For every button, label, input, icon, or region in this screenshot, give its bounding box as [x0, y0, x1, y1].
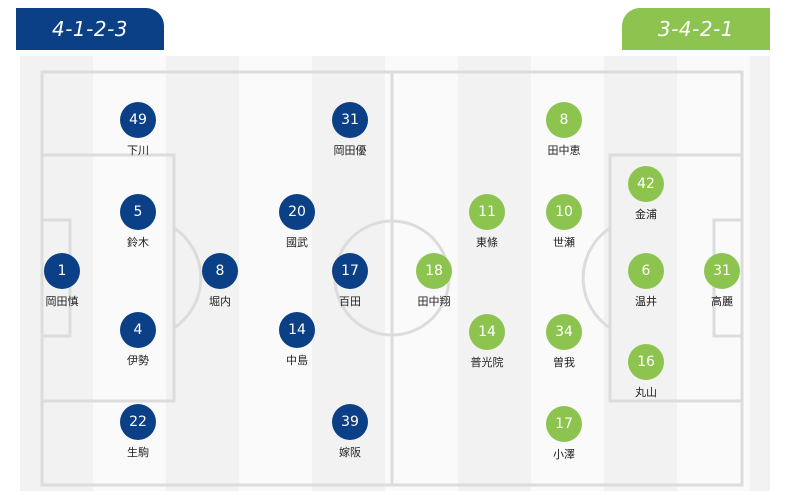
- player-name: 伊勢: [127, 354, 149, 367]
- player-name: 金浦: [635, 208, 657, 221]
- player-number-badge: 8: [546, 102, 582, 138]
- home-player[interactable]: 22 生駒: [98, 404, 178, 460]
- player-name: 岡田慎: [45, 295, 79, 308]
- player-name: 田中翔: [417, 295, 451, 308]
- player-number-badge: 20: [279, 194, 315, 230]
- away-player[interactable]: 10 世瀬: [524, 194, 604, 250]
- away-player[interactable]: 14 普光院: [447, 314, 527, 370]
- player-number-badge: 5: [120, 194, 156, 230]
- away-player[interactable]: 8 田中恵: [524, 102, 604, 158]
- player-name: 岡田優: [333, 144, 367, 157]
- home-formation-label: 4-1-2-3: [51, 17, 129, 41]
- player-name: 普光院: [470, 356, 504, 369]
- home-player[interactable]: 49 下川: [98, 102, 178, 158]
- player-number-badge: 39: [332, 404, 368, 440]
- player-number-badge: 1: [44, 253, 80, 289]
- player-number-badge: 16: [628, 344, 664, 380]
- player-name: 下川: [127, 144, 149, 157]
- away-player[interactable]: 42 金浦: [606, 166, 686, 222]
- player-name: 温井: [635, 295, 657, 308]
- away-formation-label: 3-4-2-1: [657, 17, 735, 41]
- player-name: 田中恵: [547, 144, 581, 157]
- home-player[interactable]: 14 中島: [257, 312, 337, 368]
- player-number-badge: 4: [120, 312, 156, 348]
- home-formation-badge: 4-1-2-3: [16, 8, 164, 50]
- player-name: 嫁阪: [339, 446, 361, 459]
- home-player[interactable]: 31 岡田優: [310, 102, 390, 158]
- home-player[interactable]: 5 鈴木: [98, 194, 178, 250]
- player-name: 堀内: [209, 295, 231, 308]
- player-name: 高麗: [711, 295, 733, 308]
- player-number-badge: 8: [202, 253, 238, 289]
- player-number-badge: 17: [546, 406, 582, 442]
- player-number-badge: 31: [332, 102, 368, 138]
- player-name: 國武: [286, 236, 308, 249]
- pitch-lines: [40, 70, 744, 487]
- player-name: 百田: [339, 295, 361, 308]
- player-name: 東條: [476, 236, 498, 249]
- away-player[interactable]: 34 曽我: [524, 314, 604, 370]
- away-player[interactable]: 6 温井: [606, 253, 686, 309]
- away-player[interactable]: 31 高麗: [682, 253, 762, 309]
- player-number-badge: 14: [279, 312, 315, 348]
- player-name: 世瀬: [553, 236, 575, 249]
- home-player[interactable]: 8 堀内: [180, 253, 260, 309]
- player-number-badge: 42: [628, 166, 664, 202]
- away-formation-badge: 3-4-2-1: [622, 8, 770, 50]
- player-number-badge: 22: [120, 404, 156, 440]
- home-player[interactable]: 4 伊勢: [98, 312, 178, 368]
- player-number-badge: 34: [546, 314, 582, 350]
- home-player[interactable]: 17 百田: [310, 253, 390, 309]
- home-player[interactable]: 20 國武: [257, 194, 337, 250]
- away-player[interactable]: 16 丸山: [606, 344, 686, 400]
- player-number-badge: 10: [546, 194, 582, 230]
- player-name: 小澤: [553, 448, 575, 461]
- player-name: 生駒: [127, 446, 149, 459]
- player-number-badge: 31: [704, 253, 740, 289]
- home-player[interactable]: 1 岡田慎: [22, 253, 102, 309]
- player-name: 曽我: [553, 356, 575, 369]
- player-name: 中島: [286, 354, 308, 367]
- player-number-badge: 17: [332, 253, 368, 289]
- player-number-badge: 14: [469, 314, 505, 350]
- away-player[interactable]: 11 東條: [447, 194, 527, 250]
- away-player[interactable]: 17 小澤: [524, 406, 604, 462]
- player-name: 鈴木: [127, 236, 149, 249]
- player-number-badge: 49: [120, 102, 156, 138]
- away-player[interactable]: 18 田中翔: [394, 253, 474, 309]
- player-number-badge: 18: [416, 253, 452, 289]
- player-number-badge: 6: [628, 253, 664, 289]
- player-number-badge: 11: [469, 194, 505, 230]
- home-player[interactable]: 39 嫁阪: [310, 404, 390, 460]
- player-name: 丸山: [635, 386, 657, 399]
